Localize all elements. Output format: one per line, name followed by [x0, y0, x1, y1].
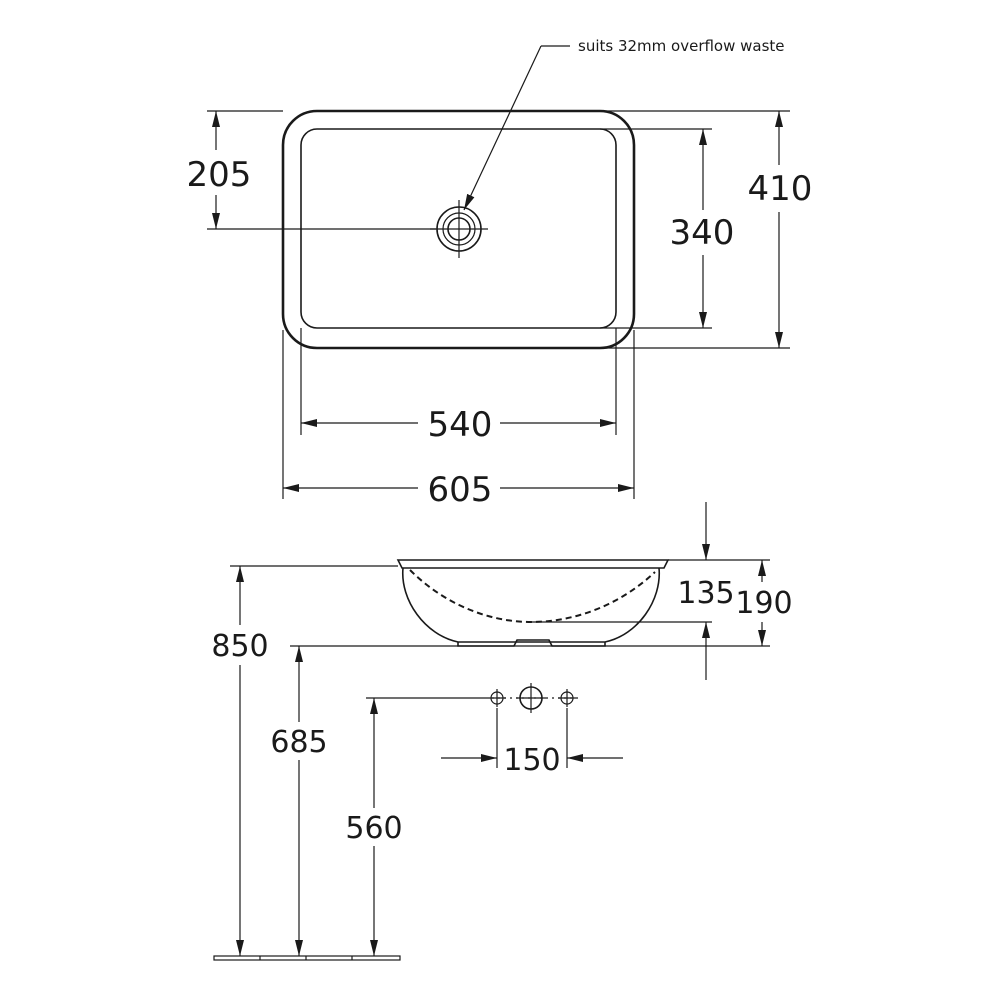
dim-overall-width-label: 605 [428, 470, 493, 510]
dim-waste-offset-label: 205 [187, 155, 252, 195]
dim-bowl-width [300, 328, 617, 435]
dim-overall-width [282, 330, 635, 499]
tap-hole-right-icon [558, 689, 576, 707]
overflow-note: suits 32mm overflow waste [578, 37, 785, 55]
basin-profile [396, 559, 670, 647]
dim-overall-depth [600, 110, 790, 349]
floor-line [213, 955, 401, 961]
dim-bowl-depth [600, 128, 712, 329]
dim-base-height-label: 685 [270, 725, 327, 760]
dim-bowl-width-label: 540 [428, 405, 493, 445]
side-view: 135 190 850 685 [211, 502, 793, 961]
dim-waste-offset [207, 110, 436, 230]
overflow-leader [463, 45, 570, 211]
tap-hole-centre-icon [516, 683, 546, 713]
dim-overall-depth-label: 410 [748, 169, 813, 209]
dim-tap-centres-label: 150 [503, 743, 560, 778]
tap-hole-left-icon [488, 689, 506, 707]
dim-bowl-depth-label: 340 [670, 213, 735, 253]
waste-outlet-icon [430, 200, 488, 258]
dim-overall-height-label: 190 [735, 586, 792, 621]
dim-rim-height-label: 850 [211, 629, 268, 664]
dim-tap-height-label: 560 [345, 811, 402, 846]
plan-view: suits 32mm overflow waste 205 410 340 [187, 37, 813, 510]
dim-tap-centres [441, 708, 623, 768]
dim-bowl-height-label: 135 [677, 576, 734, 611]
